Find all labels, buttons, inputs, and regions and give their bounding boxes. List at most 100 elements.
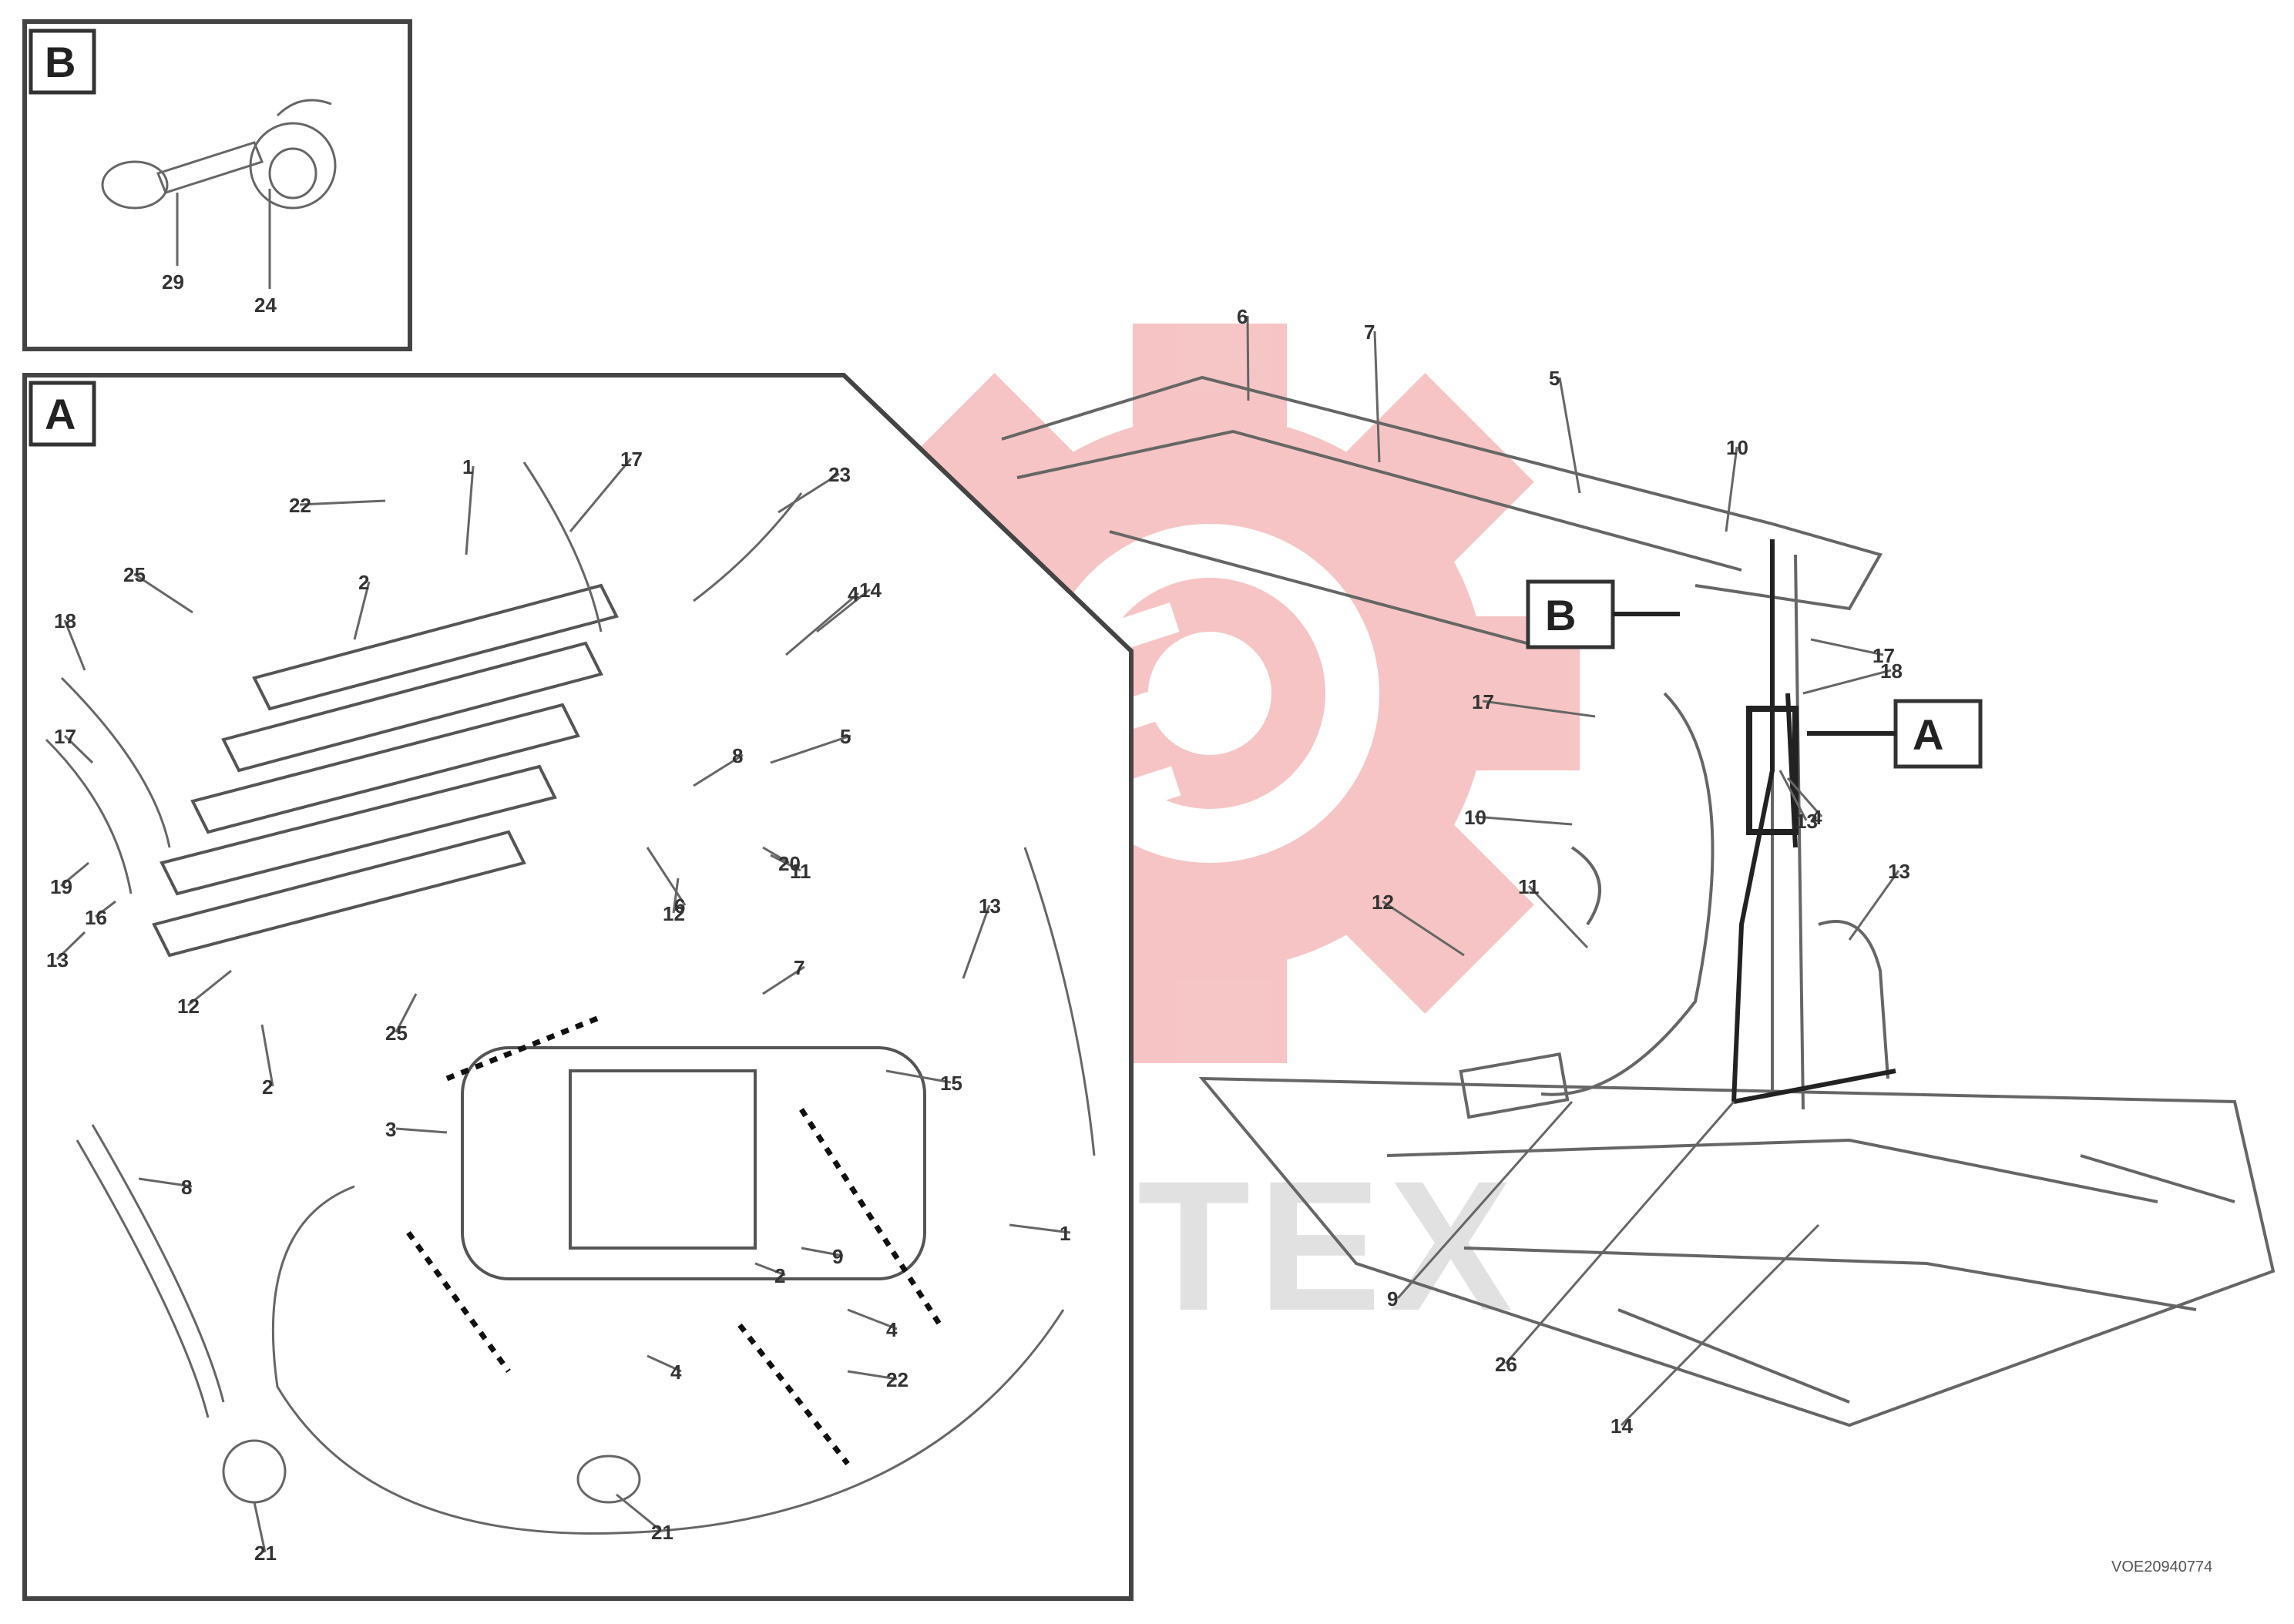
- inset-a-leader-line: [962, 904, 991, 979]
- inset-a-leader-line: [778, 472, 840, 514]
- main-callout: 4: [1811, 806, 1822, 829]
- inset-a-leader-line: [770, 854, 801, 872]
- inset-a-leader-line: [616, 1493, 663, 1533]
- inset-a-leader-line: [60, 861, 89, 887]
- inset-a-callout: 25: [385, 1022, 408, 1045]
- inset-b-callout: 24: [254, 294, 277, 317]
- inset-a-callout: 21: [254, 1542, 277, 1565]
- inset-a-callout: 19: [50, 875, 72, 898]
- inset-b-label: B: [45, 38, 76, 86]
- inset-a-callout: 12: [177, 995, 200, 1018]
- inset-a-callout: 20: [778, 852, 801, 875]
- main-callout: 10: [1726, 436, 1748, 459]
- inset-a-leader-line: [395, 1127, 448, 1134]
- inset-a-callout: 11: [790, 860, 811, 883]
- inset-a-leader-line: [260, 1024, 274, 1087]
- main-callout: 9: [1387, 1287, 1398, 1310]
- inset-a-callout: 15: [940, 1072, 962, 1095]
- main-callout: 12: [1372, 891, 1394, 914]
- inset-a-leader-line: [63, 619, 86, 671]
- inset-a-callout: 5: [840, 725, 851, 748]
- inset-a-leader-line: [754, 1262, 786, 1277]
- main-leader-line: [1482, 700, 1596, 718]
- main-callout: 13: [1795, 810, 1818, 833]
- inset-a-callout: 8: [732, 744, 743, 767]
- inset-a-callout: 6: [674, 894, 685, 918]
- inset-a-callout: 2: [358, 571, 369, 594]
- inset-a-callout: 21: [651, 1521, 673, 1544]
- main-leader-line: [1382, 900, 1465, 957]
- main-leader-line: [1725, 446, 1738, 532]
- inset-a-label: A: [45, 390, 76, 438]
- inset-a-leader-line: [785, 592, 859, 656]
- main-leader-line: [1527, 884, 1589, 949]
- inset-b-callout: 29: [162, 270, 184, 294]
- inset-a-leader-line: [885, 1069, 952, 1084]
- inset-a-leader-line: [762, 965, 805, 995]
- inset-a-callout: 17: [54, 725, 76, 748]
- inset-a-leader-line: [693, 753, 744, 787]
- inset-a-callout: 8: [181, 1176, 192, 1199]
- main-leader-line: [1474, 815, 1573, 826]
- inset-a-leader-line: [395, 993, 418, 1033]
- main-ref-box-a: A: [1913, 710, 1943, 759]
- inset-a-callout: 12: [663, 902, 685, 925]
- inset-a-callout: 17: [620, 448, 643, 471]
- inset-a-callout: 25: [123, 563, 146, 586]
- inset-a-callout: 9: [832, 1245, 843, 1268]
- main-leader-line: [1620, 1223, 1820, 1427]
- inset-b: B 29 24: [22, 19, 412, 351]
- inset-a-callout: 2: [774, 1264, 785, 1287]
- main-leader-line: [1810, 638, 1884, 656]
- main-callout: 10: [1464, 806, 1486, 829]
- inset-a-leader-line: [646, 847, 687, 906]
- inset-a-leader-line: [801, 1247, 844, 1257]
- main-leader-line: [1396, 1101, 1574, 1299]
- inset-a-callout: 23: [828, 463, 851, 486]
- inset-a-callout: 13: [979, 894, 1001, 918]
- main-ref-box-b: B: [1545, 591, 1576, 639]
- inset-a-leader-line: [672, 877, 680, 914]
- inset-a-leader-line: [465, 465, 475, 555]
- main-callout: 5: [1549, 367, 1560, 390]
- inset-a-callout: 3: [385, 1118, 396, 1141]
- inset-a-callout: 18: [54, 609, 76, 632]
- main-leader-line: [1848, 870, 1900, 941]
- inset-a-callout: 2: [262, 1075, 273, 1099]
- main-callout: 18: [1880, 659, 1903, 683]
- inset-a-leader-line: [63, 734, 94, 764]
- main-leader-line: [1373, 331, 1381, 463]
- inset-a-leader-line: [55, 931, 86, 961]
- inset-a-leader-line: [847, 1308, 898, 1330]
- inset-a-callout: 22: [289, 494, 311, 517]
- inset-a-leader-line: [187, 969, 232, 1007]
- inset-a-leader-line: [138, 1177, 193, 1188]
- inset-a-leader-line: [762, 846, 790, 864]
- inset-a-leader-line: [1009, 1223, 1071, 1234]
- inset-a-leader-line: [770, 734, 851, 764]
- inset-a-leader-line: [95, 900, 116, 918]
- inset-a-callout: 16: [85, 906, 107, 929]
- main-callout: 26: [1495, 1353, 1517, 1376]
- inset-a-leader-line: [133, 572, 193, 614]
- inset-a-callout: 1: [1060, 1222, 1070, 1245]
- main-leader-line: [1778, 770, 1808, 821]
- inset-a-callout: 4: [886, 1318, 898, 1341]
- main-callout: 13: [1888, 860, 1910, 883]
- inset-a-callout: 4: [848, 582, 859, 606]
- main-callout: 11: [1518, 875, 1540, 898]
- inset-a-leader-line: [647, 1354, 682, 1373]
- inset-a-leader-line: [353, 581, 371, 640]
- inset-a-callout: 4: [670, 1361, 682, 1384]
- inset-a-callout: 1: [462, 455, 473, 478]
- main-leader-line: [1504, 1101, 1735, 1364]
- main-callout: 17: [1872, 644, 1895, 667]
- inset-a-leader-line: [253, 1502, 267, 1553]
- inset-a-leader-line: [816, 588, 871, 633]
- inset-a-callout: 13: [46, 948, 69, 971]
- inset-a-leader-line: [847, 1370, 898, 1381]
- main-callout: 7: [1364, 320, 1375, 344]
